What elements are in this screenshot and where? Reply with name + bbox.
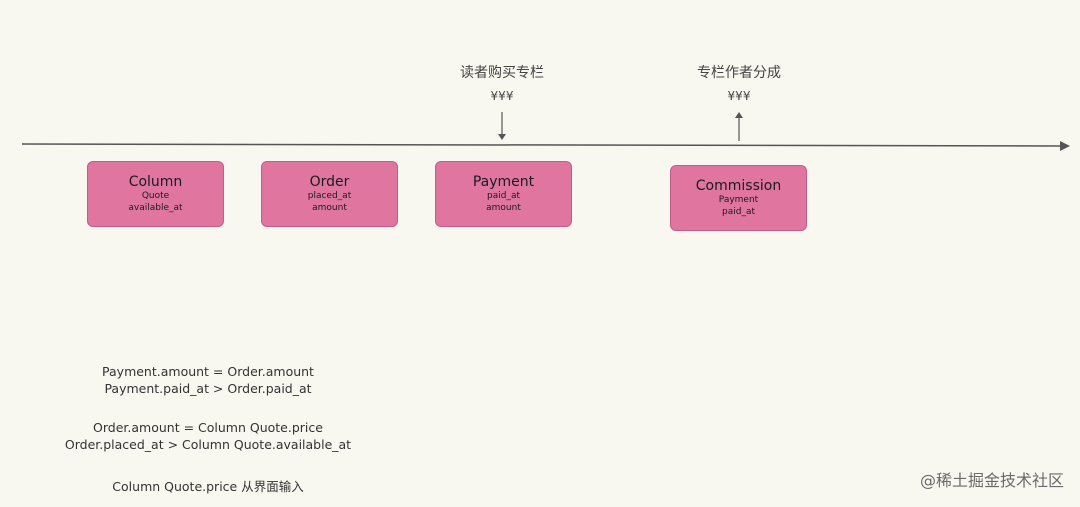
note-line: Payment.paid_at > Order.paid_at [104,381,312,396]
payment-box-title: Payment [472,174,535,190]
payment-box-field: paid_at [487,191,520,201]
commission-box-field: Payment [718,195,759,205]
timeline-arrowhead [1060,141,1070,151]
column-box-title: Column [128,174,183,190]
order-box: Order placed_at amount [261,161,398,227]
column-box-field: Quote [141,191,170,201]
payment-event-amount: ¥¥¥ [490,89,514,103]
timeline-axis [21,143,1061,147]
column-box-field: available_at [128,203,183,213]
order-constraints-note: Order.amount = Column Quote.price Order.… [38,419,378,453]
quote-input-note: Column Quote.price 从界面输入 [58,478,358,495]
commission-event-label: 专栏作者分成 [697,65,781,81]
commission-box: Commission Payment paid_at [670,165,807,231]
commission-box-title: Commission [695,178,782,194]
order-box-field: placed_at [307,191,352,201]
commission-box-field: paid_at [722,207,755,217]
commission-event-arrowhead [735,112,743,118]
order-box-field: amount [312,203,347,213]
column-box: Column Quote available_at [87,161,224,227]
payment-box-field: amount [486,203,521,213]
payment-event-label: 读者购买专栏 [460,65,544,81]
payment-event-arrowhead [498,134,506,140]
note-line: Order.amount = Column Quote.price [93,420,323,435]
payment-constraints-note: Payment.amount = Order.amount Payment.pa… [58,363,358,397]
payment-box: Payment paid_at amount [435,161,572,227]
commission-event-amount: ¥¥¥ [727,89,751,103]
watermark: @稀土掘金技术社区 [919,471,1064,490]
order-box-title: Order [309,174,350,190]
note-line: Order.placed_at > Column Quote.available… [64,437,352,452]
note-line: Payment.amount = Order.amount [102,364,314,379]
note-line: Column Quote.price 从界面输入 [112,479,304,494]
